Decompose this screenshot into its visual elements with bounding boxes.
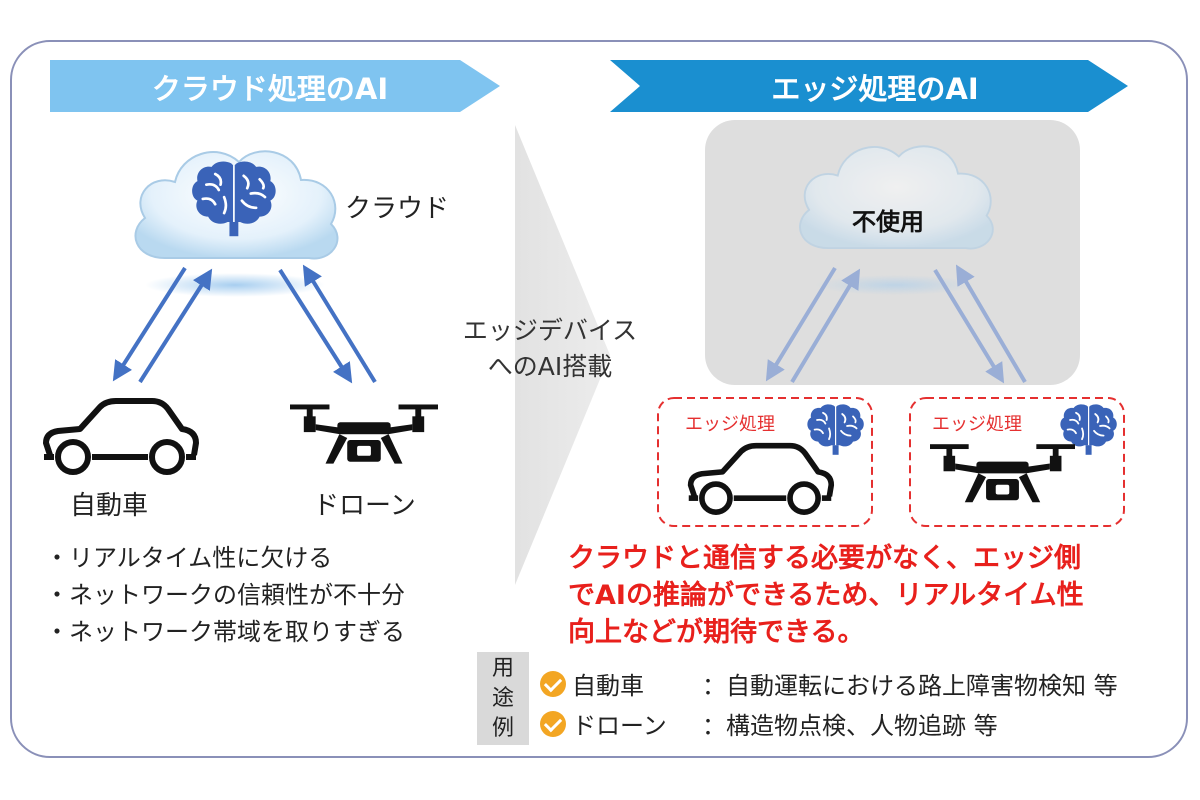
issue-item: ・ネットワークの信頼性が不十分 <box>45 581 405 609</box>
drone-uplink-arrow <box>302 264 377 384</box>
issue-item: ・ネットワーク帯域を取りすぎる <box>45 618 405 646</box>
car-label: 自動車 <box>70 491 149 521</box>
check-icon <box>540 670 566 697</box>
transition-line: へのAI搭載 <box>487 352 613 381</box>
car-uplink-arrow <box>138 268 213 384</box>
usage-detail: ：自動運転における路上障害物検知 等 <box>702 672 1118 700</box>
usage-detail: ：構造物点検、人物追跡 等 <box>702 712 998 740</box>
transition-arrow <box>515 125 610 585</box>
drone-edge-label: エッジ処理 <box>932 414 1022 435</box>
benefit-line: クラウドと通信する必要がなく、エッジ側 <box>568 543 1081 574</box>
usage-item: 自動車 ：自動運転における路上障害物検知 等 <box>540 666 1118 701</box>
right-panel-title: エッジ処理のAI <box>771 72 979 106</box>
usage-category: 自動車 <box>572 672 644 700</box>
transition-label: エッジデバイス へのAI搭載 <box>440 313 660 385</box>
drone-label: ドローン <box>313 491 416 521</box>
car-icon <box>44 401 196 472</box>
diagram-frame <box>10 40 1188 758</box>
check-icon <box>540 710 566 737</box>
transition-line: エッジデバイス <box>462 316 638 345</box>
unused-label: 不使用 <box>852 208 924 236</box>
left-panel-title: クラウド処理のAI <box>151 72 389 106</box>
benefit-text: クラウドと通信する必要がなく、エッジ側 でAIの推論ができるため、リアルタイム性… <box>568 540 1084 651</box>
car-edge-label: エッジ処理 <box>685 414 775 435</box>
drone-downlink-arrow <box>278 268 353 384</box>
issue-item: ・リアルタイム性に欠ける <box>45 544 333 572</box>
usage-category: ドローン <box>572 712 667 740</box>
usage-item: ドローン ：構造物点検、人物追跡 等 <box>540 706 998 741</box>
usage-tag-char: 用 <box>491 656 514 681</box>
car-downlink-arrow <box>112 266 187 382</box>
usage-tag-char: 途 <box>491 686 514 711</box>
usage-tag: 用 途 例 <box>477 652 529 745</box>
drone-icon <box>290 404 438 464</box>
left-banner <box>50 60 500 112</box>
usage-tag-char: 例 <box>491 716 514 741</box>
issue-list: ・リアルタイム性に欠ける ・ネットワークの信頼性が不十分 ・ネットワーク帯域を取… <box>45 540 405 651</box>
benefit-line: 向上などが期待できる。 <box>568 617 865 648</box>
benefit-line: でAIの推論ができるため、リアルタイム性 <box>568 580 1084 611</box>
right-banner <box>610 60 1128 112</box>
cloud-label: クラウド <box>345 194 450 224</box>
